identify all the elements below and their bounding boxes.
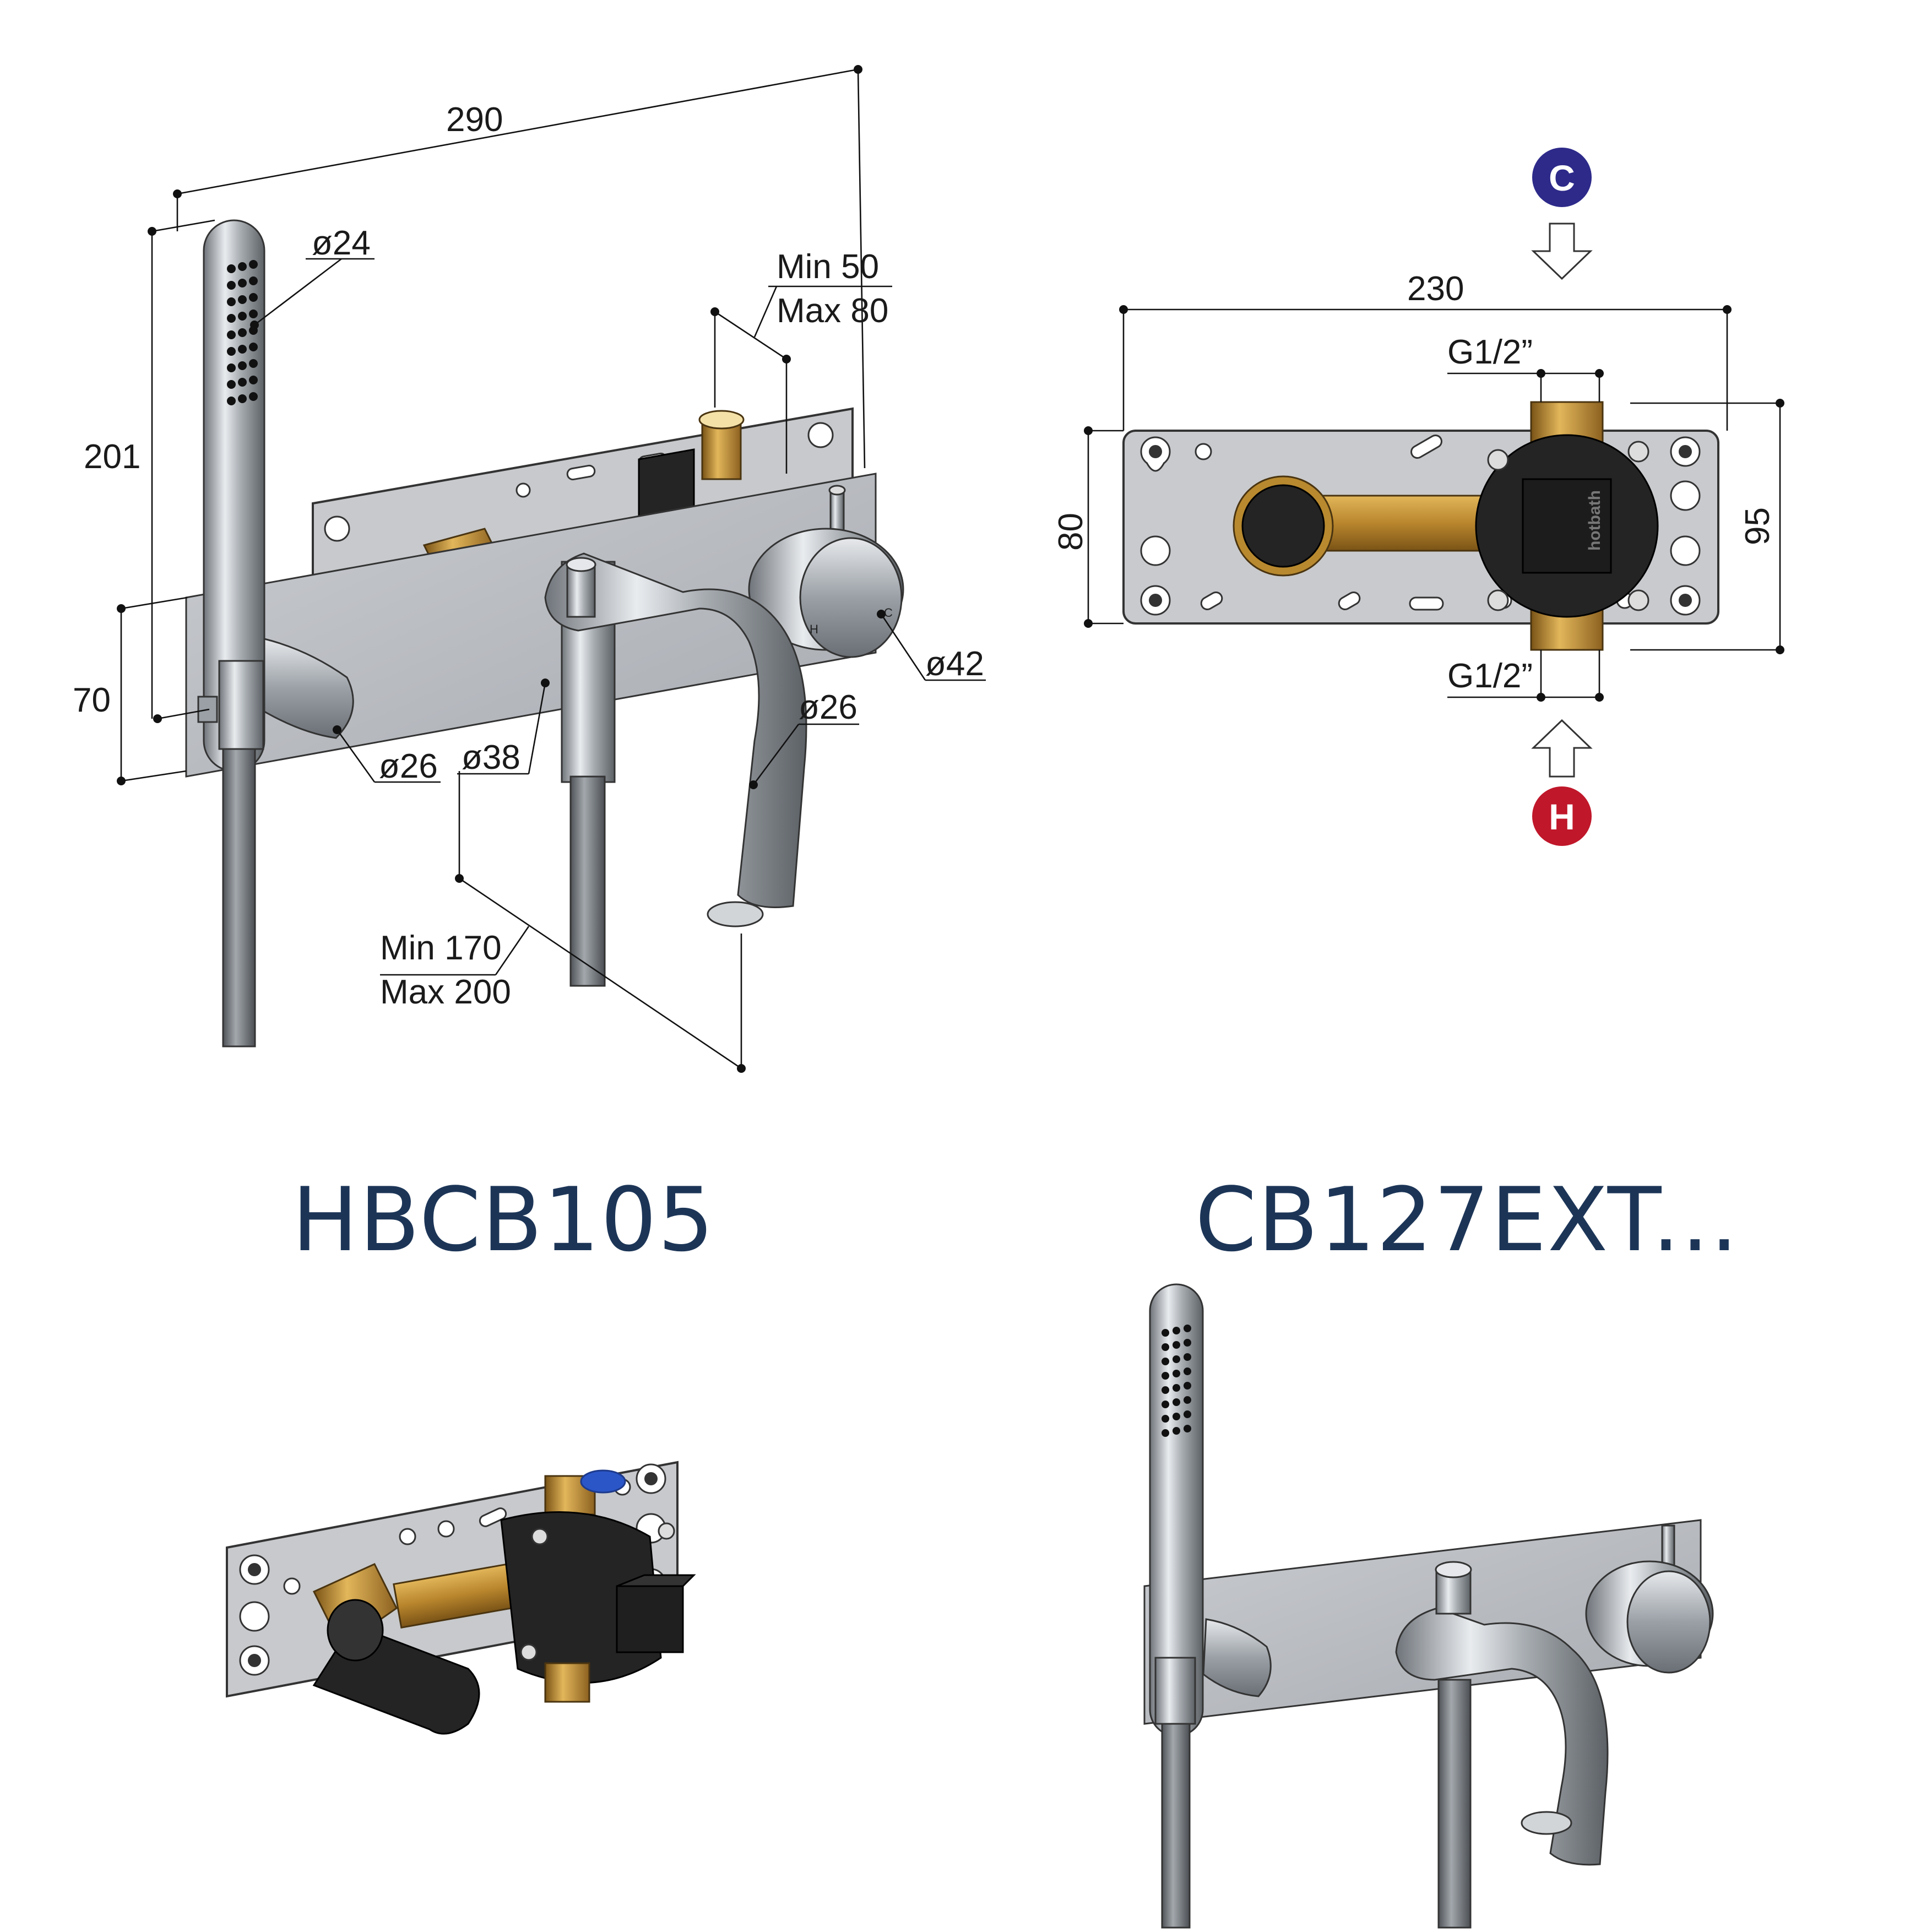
hot-marker-circle xyxy=(1532,786,1592,846)
dim-box-height: 80 xyxy=(1052,513,1090,551)
dim-box-width: 230 xyxy=(1407,270,1464,308)
thread-bottom: G1/2” xyxy=(1447,657,1533,695)
dim-box-total-height: 95 xyxy=(1739,507,1777,545)
dim-plate-height: 70 xyxy=(73,681,111,719)
dim-hand-shower-height: 201 xyxy=(84,438,140,476)
cold-arrow-down xyxy=(1531,222,1593,280)
mixer-handle: H C xyxy=(748,485,904,658)
dim-hand-shower-diameter: ø24 xyxy=(312,224,371,262)
mounting-box-isometric xyxy=(226,1461,696,1735)
dim-spout-diameter: ø26 xyxy=(799,688,858,726)
hot-marker-label: H xyxy=(1549,796,1575,837)
installed-mixer-isometric xyxy=(1143,1283,1714,1929)
assembled-mixer-dimension-drawing: H C xyxy=(73,65,986,1073)
mixer-body: hotbath xyxy=(1475,401,1659,651)
dim-holder-diameter: ø26 xyxy=(379,747,438,785)
cold-marker-label: C xyxy=(1549,158,1575,198)
dim-spout-min: Min 170 xyxy=(380,929,502,967)
mounting-box-front-view: C xyxy=(1052,148,1784,846)
iso-mixer-body xyxy=(500,1469,696,1703)
dimension-texts-right: 230 80 95 G1/2” G1/2” xyxy=(1052,270,1777,695)
cold-inlet-marker: C xyxy=(1531,148,1593,280)
dim-spout-body-diameter: ø38 xyxy=(462,739,520,777)
dim-handle-diameter: ø42 xyxy=(925,645,984,683)
svg-text:C: C xyxy=(884,606,893,620)
dimension-texts: 290 201 70 ø24 Min 50 Max 80 ø26 ø38 ø42… xyxy=(73,101,984,1011)
dim-depth-min: Min 50 xyxy=(777,248,879,286)
shower-nozzles xyxy=(227,260,258,405)
dim-depth-max: Max 80 xyxy=(777,292,888,330)
body-logo: hotbath xyxy=(1586,490,1604,551)
iso-handle xyxy=(1585,1524,1714,1674)
svg-text:H: H xyxy=(810,622,818,636)
hand-shower xyxy=(197,219,354,1048)
bath-spout xyxy=(544,552,807,987)
hot-inlet-marker: H xyxy=(1531,719,1593,846)
right-product-code: CB127EXT... xyxy=(1195,1168,1739,1271)
dim-spout-max: Max 200 xyxy=(380,973,511,1011)
dim-width-total: 290 xyxy=(446,101,503,139)
iso-hand-shower xyxy=(1149,1283,1272,1929)
iso-shower-nozzles xyxy=(1162,1325,1191,1437)
left-product-code: HBCB105 xyxy=(292,1168,715,1271)
thread-top: G1/2” xyxy=(1447,333,1533,371)
iso-spout xyxy=(1395,1561,1609,1929)
dimension-lines-right xyxy=(1084,305,1784,702)
plate-holes xyxy=(1140,435,1701,616)
cold-marker-circle xyxy=(1532,148,1592,207)
dimension-lines xyxy=(117,65,986,1073)
hot-arrow-up xyxy=(1531,719,1593,778)
cover-plate xyxy=(185,473,877,778)
